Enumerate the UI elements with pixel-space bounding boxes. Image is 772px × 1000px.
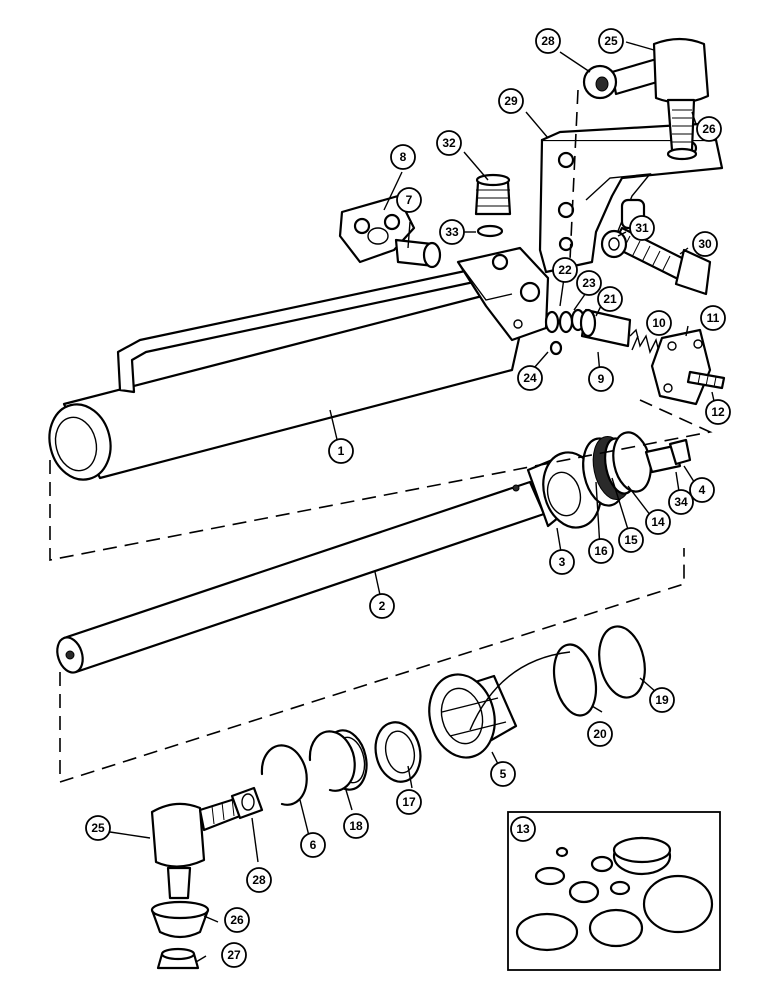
callout-28-upper: 28 <box>535 28 561 54</box>
callout-8: 8 <box>390 144 416 170</box>
svg-text:7: 7 <box>406 193 413 207</box>
svg-text:14: 14 <box>651 515 665 529</box>
svg-text:31: 31 <box>635 221 649 235</box>
cylinder-port-block <box>456 246 550 342</box>
lower-dust-boot <box>150 900 210 939</box>
svg-text:13: 13 <box>516 822 530 836</box>
svg-text:5: 5 <box>500 767 507 781</box>
callout-5: 5 <box>490 761 516 787</box>
svg-text:11: 11 <box>707 311 720 325</box>
callout-11: 11 <box>700 305 726 331</box>
svg-text:19: 19 <box>655 693 669 707</box>
svg-text:25: 25 <box>91 821 105 835</box>
callout-16: 16 <box>588 538 614 564</box>
rod-gland <box>428 673 518 759</box>
lower-tie-rod-end <box>150 796 242 900</box>
callout-19: 19 <box>649 687 675 713</box>
callout-10: 10 <box>646 310 672 336</box>
callout-25-upper: 25 <box>598 28 624 54</box>
valve-seals <box>544 308 586 356</box>
svg-text:4: 4 <box>699 483 706 497</box>
callout-21: 21 <box>597 286 623 312</box>
svg-text:32: 32 <box>442 136 456 150</box>
port-fitting <box>474 173 512 216</box>
svg-text:29: 29 <box>504 94 518 108</box>
upper-ball-socket-washer <box>582 64 618 100</box>
callout-33: 33 <box>439 219 465 245</box>
svg-text:22: 22 <box>558 263 572 277</box>
callout-27: 27 <box>221 942 247 968</box>
svg-text:2: 2 <box>379 599 386 613</box>
lower-castle-nut <box>156 947 200 970</box>
callout-25-lower: 25 <box>85 815 111 841</box>
callout-7: 7 <box>396 187 422 213</box>
gland-o-ring-and-backup <box>552 625 646 717</box>
svg-text:3: 3 <box>559 555 566 569</box>
callout-28-lower: 28 <box>246 867 272 893</box>
svg-text:20: 20 <box>593 727 607 741</box>
lower-jam-nut <box>230 786 264 820</box>
svg-text:10: 10 <box>652 316 666 330</box>
callout-13: 13 <box>510 816 536 842</box>
piston-nut <box>644 438 692 474</box>
svg-text:15: 15 <box>624 533 638 547</box>
dashed-assembly-lines <box>49 89 713 784</box>
callout-20: 20 <box>587 721 613 747</box>
svg-text:9: 9 <box>598 372 605 386</box>
svg-text:26: 26 <box>230 913 244 927</box>
callout-12: 12 <box>705 399 731 425</box>
callout-32: 32 <box>436 130 462 156</box>
svg-text:23: 23 <box>582 276 596 290</box>
svg-text:6: 6 <box>310 838 317 852</box>
callout-29: 29 <box>498 88 524 114</box>
callout-9: 9 <box>588 366 614 392</box>
port-adapter <box>394 238 442 269</box>
svg-text:33: 33 <box>445 225 459 239</box>
callout-14: 14 <box>645 509 671 535</box>
svg-text:26: 26 <box>702 122 716 136</box>
callout-1: 1 <box>328 438 354 464</box>
callout-22: 22 <box>552 257 578 283</box>
callout-17: 17 <box>396 789 422 815</box>
svg-text:18: 18 <box>349 819 363 833</box>
cylinder-barrel <box>48 292 522 481</box>
svg-text:24: 24 <box>523 371 537 385</box>
callout-15: 15 <box>618 527 644 553</box>
svg-text:21: 21 <box>603 292 617 306</box>
fitting-o-ring <box>476 224 504 238</box>
callout-23: 23 <box>576 270 602 296</box>
svg-text:8: 8 <box>400 150 407 164</box>
gland-seal <box>374 721 422 783</box>
callout-4: 4 <box>689 477 715 503</box>
svg-text:28: 28 <box>252 873 266 887</box>
callout-30: 30 <box>692 231 718 257</box>
retaining-rings <box>260 730 356 806</box>
relief-valve-cartridge <box>579 308 632 348</box>
svg-text:16: 16 <box>594 544 608 558</box>
callout-26-lower: 26 <box>224 907 250 933</box>
bracket-washer <box>600 229 628 259</box>
svg-text:30: 30 <box>698 237 712 251</box>
svg-text:28: 28 <box>541 34 555 48</box>
svg-text:27: 27 <box>227 948 241 962</box>
callout-24: 24 <box>517 365 543 391</box>
callout-34: 34 <box>668 489 694 515</box>
callout-6: 6 <box>300 832 326 858</box>
bracket-bolt <box>610 226 712 296</box>
callout-31: 31 <box>629 215 655 241</box>
svg-text:25: 25 <box>604 34 618 48</box>
svg-text:34: 34 <box>674 495 688 509</box>
callout-3: 3 <box>549 549 575 575</box>
end-flange <box>650 328 726 406</box>
callout-18: 18 <box>343 813 369 839</box>
callout-26-upper: 26 <box>696 116 722 142</box>
seal-kit-box <box>507 811 721 971</box>
svg-text:12: 12 <box>711 405 725 419</box>
svg-text:17: 17 <box>402 795 416 809</box>
callout-2: 2 <box>369 593 395 619</box>
svg-text:1: 1 <box>338 444 345 458</box>
